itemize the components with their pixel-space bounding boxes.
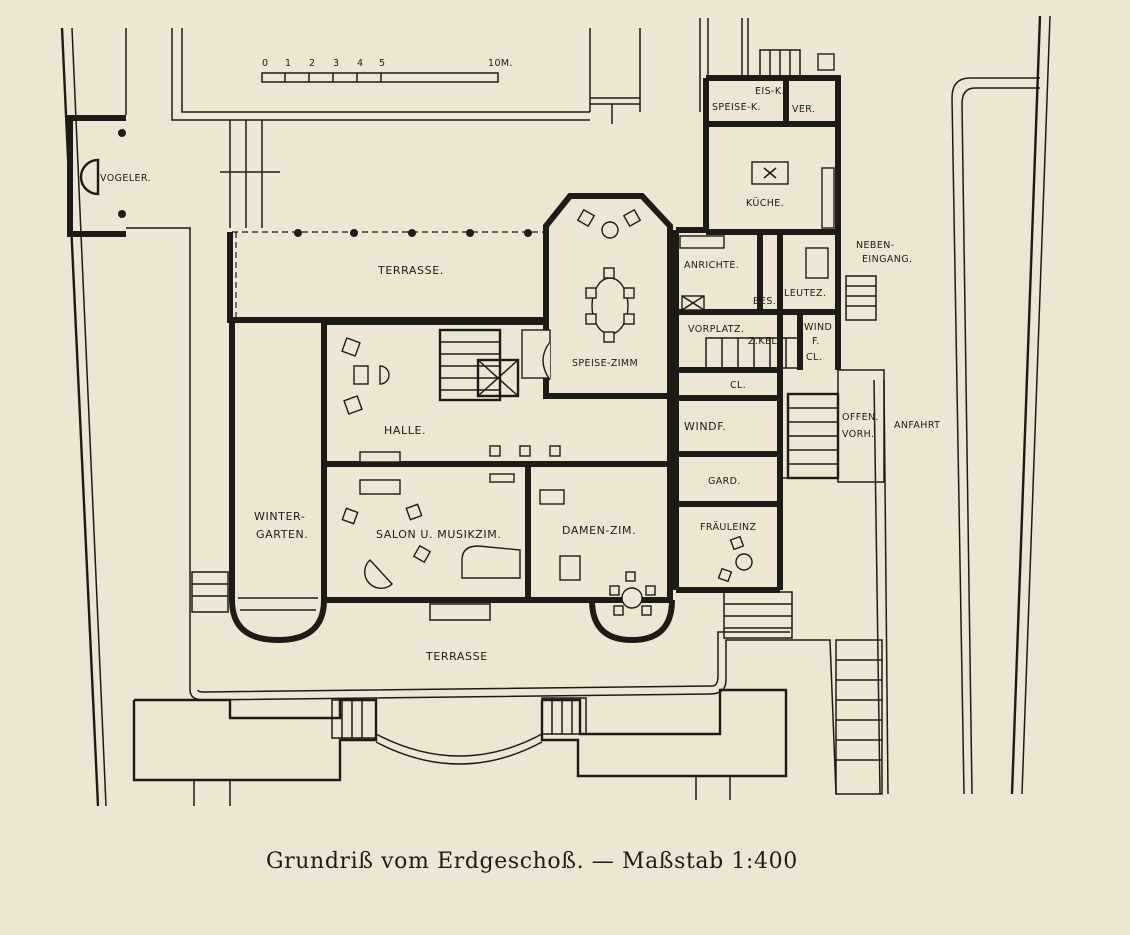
room-label-halle: HALLE. <box>384 424 426 437</box>
room-label-leutez: LEUTEZ. <box>784 288 826 299</box>
room-label-windf-small: F. <box>812 336 820 347</box>
room-label-eis-k: EIS-K. <box>755 86 785 97</box>
room-label-bes: BES. <box>753 296 776 307</box>
service-stairs <box>705 49 885 483</box>
scale-tick: 1 <box>285 58 291 69</box>
furniture <box>341 53 835 616</box>
scale-end-label: 10M. <box>488 58 513 69</box>
scale-tick: 3 <box>333 58 339 69</box>
room-label-neben-eingang: NEBEN- <box>856 240 895 251</box>
scale-tick: 0 <box>262 58 268 69</box>
room-label-kueche: KÜCHE. <box>746 198 784 209</box>
room-label-winter-garten: GARTEN. <box>256 528 309 541</box>
halle-stair <box>438 328 551 402</box>
room-label-z-kell: Z.KELL <box>748 336 783 347</box>
room-label-terrasse-bottom: TERRASSE <box>425 650 488 663</box>
room-label-neben-eingang: EINGANG. <box>862 254 912 265</box>
scale-bar: 0 1 2 3 4 5 10M. <box>261 58 513 83</box>
room-label-cl: CL. <box>730 380 746 391</box>
room-label-windf-small: WIND <box>804 322 832 333</box>
vogeler-aviary: VOGELER. <box>67 115 151 237</box>
room-label-vogeler: VOGELER. <box>100 173 151 184</box>
room-label-terrasse-top: TERRASSE. <box>377 264 444 277</box>
plan-caption: Grundriß vom Erdgeschoß. — Maßstab 1:400 <box>266 849 798 874</box>
scale-tick: 2 <box>309 58 315 69</box>
room-label-anfahrt: ANFAHRT <box>894 420 940 431</box>
room-label-damen: DAMEN-ZIM. <box>562 524 636 537</box>
terrace-top: TERRASSE. <box>227 226 549 323</box>
room-label-speise-k: SPEISE-K. <box>712 102 761 113</box>
room-label-cl: CL. <box>806 352 822 363</box>
room-label-offen-vorh: OFFEN. <box>842 412 879 423</box>
room-label-vorplatz: VORPLATZ. <box>688 324 744 335</box>
room-label-offen-vorh: VORH. <box>842 429 874 440</box>
room-labels: SPEISE-K. EIS-K. VER. KÜCHE. NEBEN- EING… <box>254 86 940 663</box>
room-label-salon: SALON U. MUSIKZIM. <box>376 528 501 541</box>
room-label-gard: GARD. <box>708 476 741 487</box>
terrace-bottom <box>132 571 883 806</box>
garden-path <box>220 97 640 228</box>
site-lines <box>60 15 1051 807</box>
building-walls <box>229 75 841 644</box>
room-label-winter-garten: WINTER- <box>254 510 305 523</box>
room-label-anrichte: ANRICHTE. <box>684 260 739 271</box>
room-label-windf: WINDF. <box>684 420 726 433</box>
room-label-speise-zimm: SPEISE-ZIMM <box>572 358 638 369</box>
room-label-ver: VER. <box>792 104 815 115</box>
room-label-fraeulein: FRÄULEINZ <box>700 522 757 533</box>
scale-tick: 5 <box>379 58 385 69</box>
scale-tick: 4 <box>357 58 363 69</box>
